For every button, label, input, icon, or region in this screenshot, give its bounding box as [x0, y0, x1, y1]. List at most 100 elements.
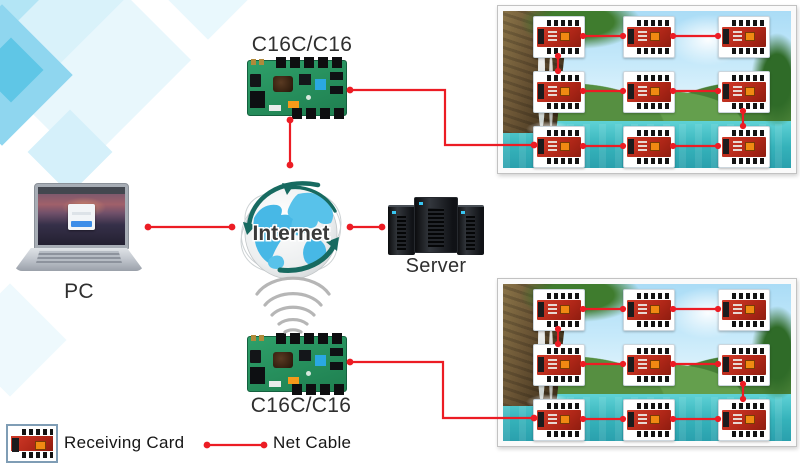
- connector-teeth-icon: [732, 348, 765, 354]
- server-tower-left: [388, 205, 415, 255]
- component-icon: [638, 31, 647, 41]
- component-icon: [288, 101, 299, 108]
- receiving-card: [533, 289, 585, 331]
- connector-icon: [628, 357, 634, 372]
- ethernet-port-icon: [250, 367, 265, 384]
- connector-icon: [723, 139, 729, 154]
- connector-icon: [538, 139, 544, 154]
- connector-teeth-icon: [732, 293, 765, 299]
- receiving-card: [533, 399, 585, 441]
- receiving-card: [623, 399, 675, 441]
- component-icon: [638, 86, 647, 96]
- chip-icon: [299, 74, 311, 85]
- ram-chip-icon: [330, 348, 343, 356]
- receiving-card: [623, 344, 675, 386]
- connector-teeth-icon: [732, 48, 765, 54]
- chip-icon: [650, 87, 660, 96]
- chip-icon: [745, 142, 755, 151]
- legend-receiving-card-icon: [6, 424, 58, 463]
- capacitor-icon: [273, 352, 293, 368]
- connector-teeth-icon: [547, 75, 580, 81]
- connector-icon: [538, 302, 544, 317]
- button-cell-icon: [306, 371, 311, 376]
- connector-icon: [628, 139, 634, 154]
- connector-teeth-icon: [547, 293, 580, 299]
- receiving-card: [718, 16, 770, 58]
- chip-icon: [560, 360, 570, 369]
- component-icon: [733, 414, 742, 424]
- receiving-card: [623, 126, 675, 168]
- connector-icon: [269, 381, 281, 387]
- receiving-card: [718, 126, 770, 168]
- connector-icon: [723, 302, 729, 317]
- receiving-card: [623, 16, 675, 58]
- connector-teeth-icon: [22, 452, 53, 458]
- chip-icon: [745, 305, 755, 314]
- receiving-card: [533, 344, 585, 386]
- connector-teeth-icon: [732, 20, 765, 26]
- receiving-card: [623, 71, 675, 113]
- connector-icon: [12, 438, 19, 452]
- connector-teeth-icon: [637, 75, 670, 81]
- power-jack-icon: [250, 350, 261, 363]
- antenna-post-icon: [251, 59, 256, 65]
- component-icon: [548, 31, 557, 41]
- connector-teeth-icon: [637, 158, 670, 164]
- connector-teeth-icon: [637, 130, 670, 136]
- chip-icon: [745, 32, 755, 41]
- connector-teeth-icon: [547, 431, 580, 437]
- receiving-card: [718, 71, 770, 113]
- connector-teeth-icon: [732, 431, 765, 437]
- controller-top-label: C16C/C16: [251, 33, 353, 56]
- chip-icon: [650, 32, 660, 41]
- connector-teeth-icon: [732, 376, 765, 382]
- capacitor-icon: [273, 76, 293, 92]
- laptop-display: [38, 187, 125, 245]
- component-icon: [733, 359, 742, 369]
- component-icon: [638, 359, 647, 369]
- connector-teeth-icon: [547, 130, 580, 136]
- chip-icon: [745, 87, 755, 96]
- button-cell-icon: [306, 95, 311, 100]
- component-icon: [548, 414, 557, 424]
- component-icon: [733, 141, 742, 151]
- controller-bottom-label: C16C/C16: [250, 394, 352, 417]
- controller-card-top: [247, 57, 347, 119]
- internet-label: Internet: [252, 222, 329, 245]
- component-icon: [548, 141, 557, 151]
- ram-chip-icon: [330, 86, 343, 94]
- connector-teeth-icon: [547, 321, 580, 327]
- ethernet-port-icon: [250, 91, 265, 108]
- laptop-login-button: [71, 220, 92, 227]
- laptop-keyboard: [36, 251, 122, 263]
- laptop-login-field: [72, 212, 91, 216]
- connector-icon: [628, 84, 634, 99]
- connector-icon: [538, 412, 544, 427]
- led-display-bottom: [497, 278, 797, 447]
- server-label: Server: [405, 255, 467, 277]
- receiving-card: [533, 126, 585, 168]
- chip-icon: [560, 32, 570, 41]
- connector-icon: [538, 29, 544, 44]
- connector-teeth-icon: [547, 20, 580, 26]
- connector-icon: [538, 357, 544, 372]
- chip-icon: [650, 305, 660, 314]
- antenna-post-icon: [251, 335, 256, 341]
- connector-icon: [723, 84, 729, 99]
- connector-teeth-icon: [637, 48, 670, 54]
- connector-teeth-icon: [637, 103, 670, 109]
- receiving-card: [533, 16, 585, 58]
- connector-icon: [538, 84, 544, 99]
- connector-teeth-icon: [276, 57, 344, 68]
- connector-teeth-icon: [292, 384, 344, 395]
- component-icon: [548, 304, 557, 314]
- connector-icon: [723, 412, 729, 427]
- connector-icon: [628, 302, 634, 317]
- component-icon: [733, 304, 742, 314]
- pc-laptop: [14, 181, 144, 273]
- connector-teeth-icon: [732, 130, 765, 136]
- component-icon: [548, 86, 557, 96]
- connector-teeth-icon: [547, 403, 580, 409]
- chip-icon: [650, 142, 660, 151]
- connector-teeth-icon: [732, 403, 765, 409]
